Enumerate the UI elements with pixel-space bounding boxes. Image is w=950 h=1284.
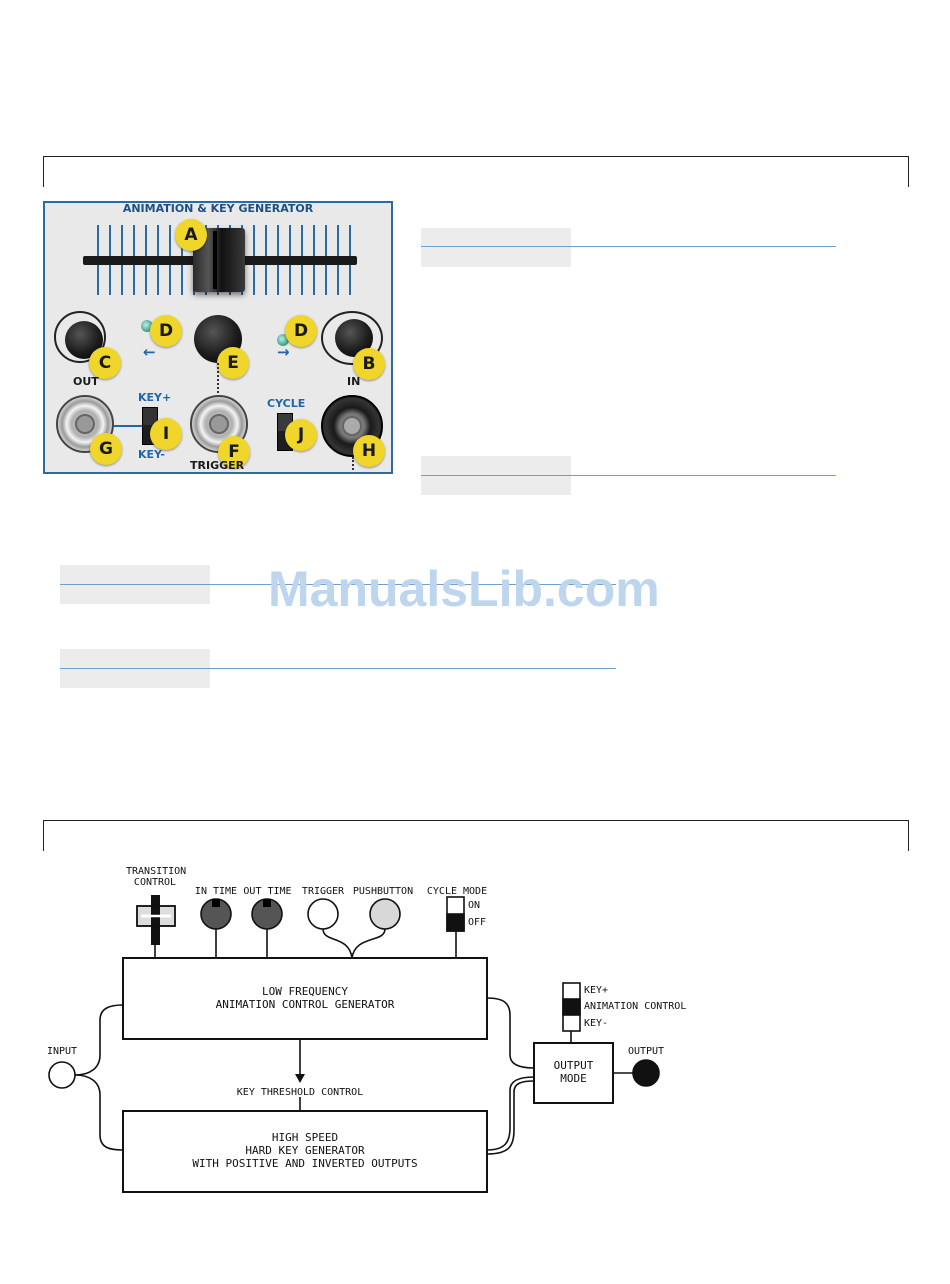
- key-minus-label: KEY-: [138, 448, 165, 461]
- trigger-label: TRIGGER: [301, 886, 345, 897]
- transition-control-label-1: TRANSITION: [126, 866, 187, 877]
- out-label: OUT: [73, 375, 99, 388]
- right-arrow: →: [277, 343, 290, 361]
- pushbutton-symbol: [369, 898, 401, 930]
- badge-i: I: [150, 418, 182, 450]
- key-plus-label: KEY+: [138, 391, 172, 404]
- section-header-frame-top: [43, 156, 909, 187]
- out-time-label: OUT TIME: [243, 886, 292, 897]
- input-symbol: [48, 1061, 76, 1089]
- badge-c: C: [89, 347, 121, 379]
- badge-d-left: D: [150, 315, 182, 347]
- jack-connector-line: [114, 425, 142, 427]
- trigger-jack-hole: [209, 414, 229, 434]
- pushbutton-label: PUSHBUTTON: [352, 886, 414, 897]
- badge-g: G: [90, 433, 122, 465]
- section-header-frame-bottom: [43, 820, 909, 851]
- fader-center-line: [213, 231, 217, 289]
- heading-rule: [421, 246, 836, 247]
- mode-key-minus-label: KEY-: [584, 1018, 609, 1029]
- trigger-label: TRIGGER: [190, 459, 245, 472]
- output-label: OUTPUT: [627, 1046, 665, 1057]
- cycle-on-label: ON: [468, 900, 481, 911]
- watermark: ManualsLib.com: [268, 561, 660, 617]
- pushbutton-connector: [217, 363, 219, 393]
- badge-b: B: [353, 348, 385, 380]
- heading-rule: [421, 475, 836, 476]
- badge-h: H: [353, 435, 385, 467]
- in-knob-ring: [321, 311, 383, 365]
- output-symbol: [632, 1059, 660, 1087]
- cycle-mode-label: CYCLE MODE: [426, 886, 488, 897]
- lf-box-text: LOW FREQUENCY ANIMATION CONTROL GENERATO…: [215, 985, 395, 1011]
- badge-a: A: [175, 219, 207, 251]
- heading-rule: [60, 584, 616, 585]
- block-diagram: [48, 895, 660, 1193]
- heading-rule: [60, 668, 616, 669]
- transition-control-label-2: CONTROL: [133, 877, 177, 888]
- hs-generator-box: [122, 1110, 488, 1193]
- badge-e: E: [217, 347, 249, 379]
- heading-tab: [421, 228, 571, 267]
- mode-key-plus-label: KEY+: [584, 985, 609, 996]
- badge-f: F: [218, 436, 250, 468]
- badge-d-right: D: [285, 315, 317, 347]
- hs-box-text: HIGH SPEED HARD KEY GENERATOR WITH POSIT…: [192, 1131, 418, 1170]
- output-mode-text: OUTPUT MODE: [553, 1059, 594, 1085]
- output-connector: [352, 457, 354, 472]
- key-threshold-label: KEY THRESHOLD CONTROL: [236, 1087, 364, 1098]
- output-jack-hole: [342, 416, 362, 436]
- badge-j: J: [285, 419, 317, 451]
- cycle-label: CYCLE: [267, 397, 306, 410]
- mode-animation-label: ANIMATION CONTROL: [584, 1001, 687, 1012]
- in-label: IN: [347, 375, 361, 388]
- module-panel-illustration: ANIMATION & KEY GENERATOR A C OUT D ← E …: [43, 201, 393, 474]
- left-arrow: ←: [143, 343, 156, 361]
- out-knob-ring: [54, 311, 106, 363]
- input-label: INPUT: [46, 1046, 78, 1057]
- in-time-label: IN TIME: [194, 886, 238, 897]
- trigger-symbol: [307, 898, 339, 930]
- panel-title: ANIMATION & KEY GENERATOR: [45, 203, 391, 215]
- input-jack-hole: [75, 414, 95, 434]
- cycle-off-label: OFF: [468, 917, 487, 928]
